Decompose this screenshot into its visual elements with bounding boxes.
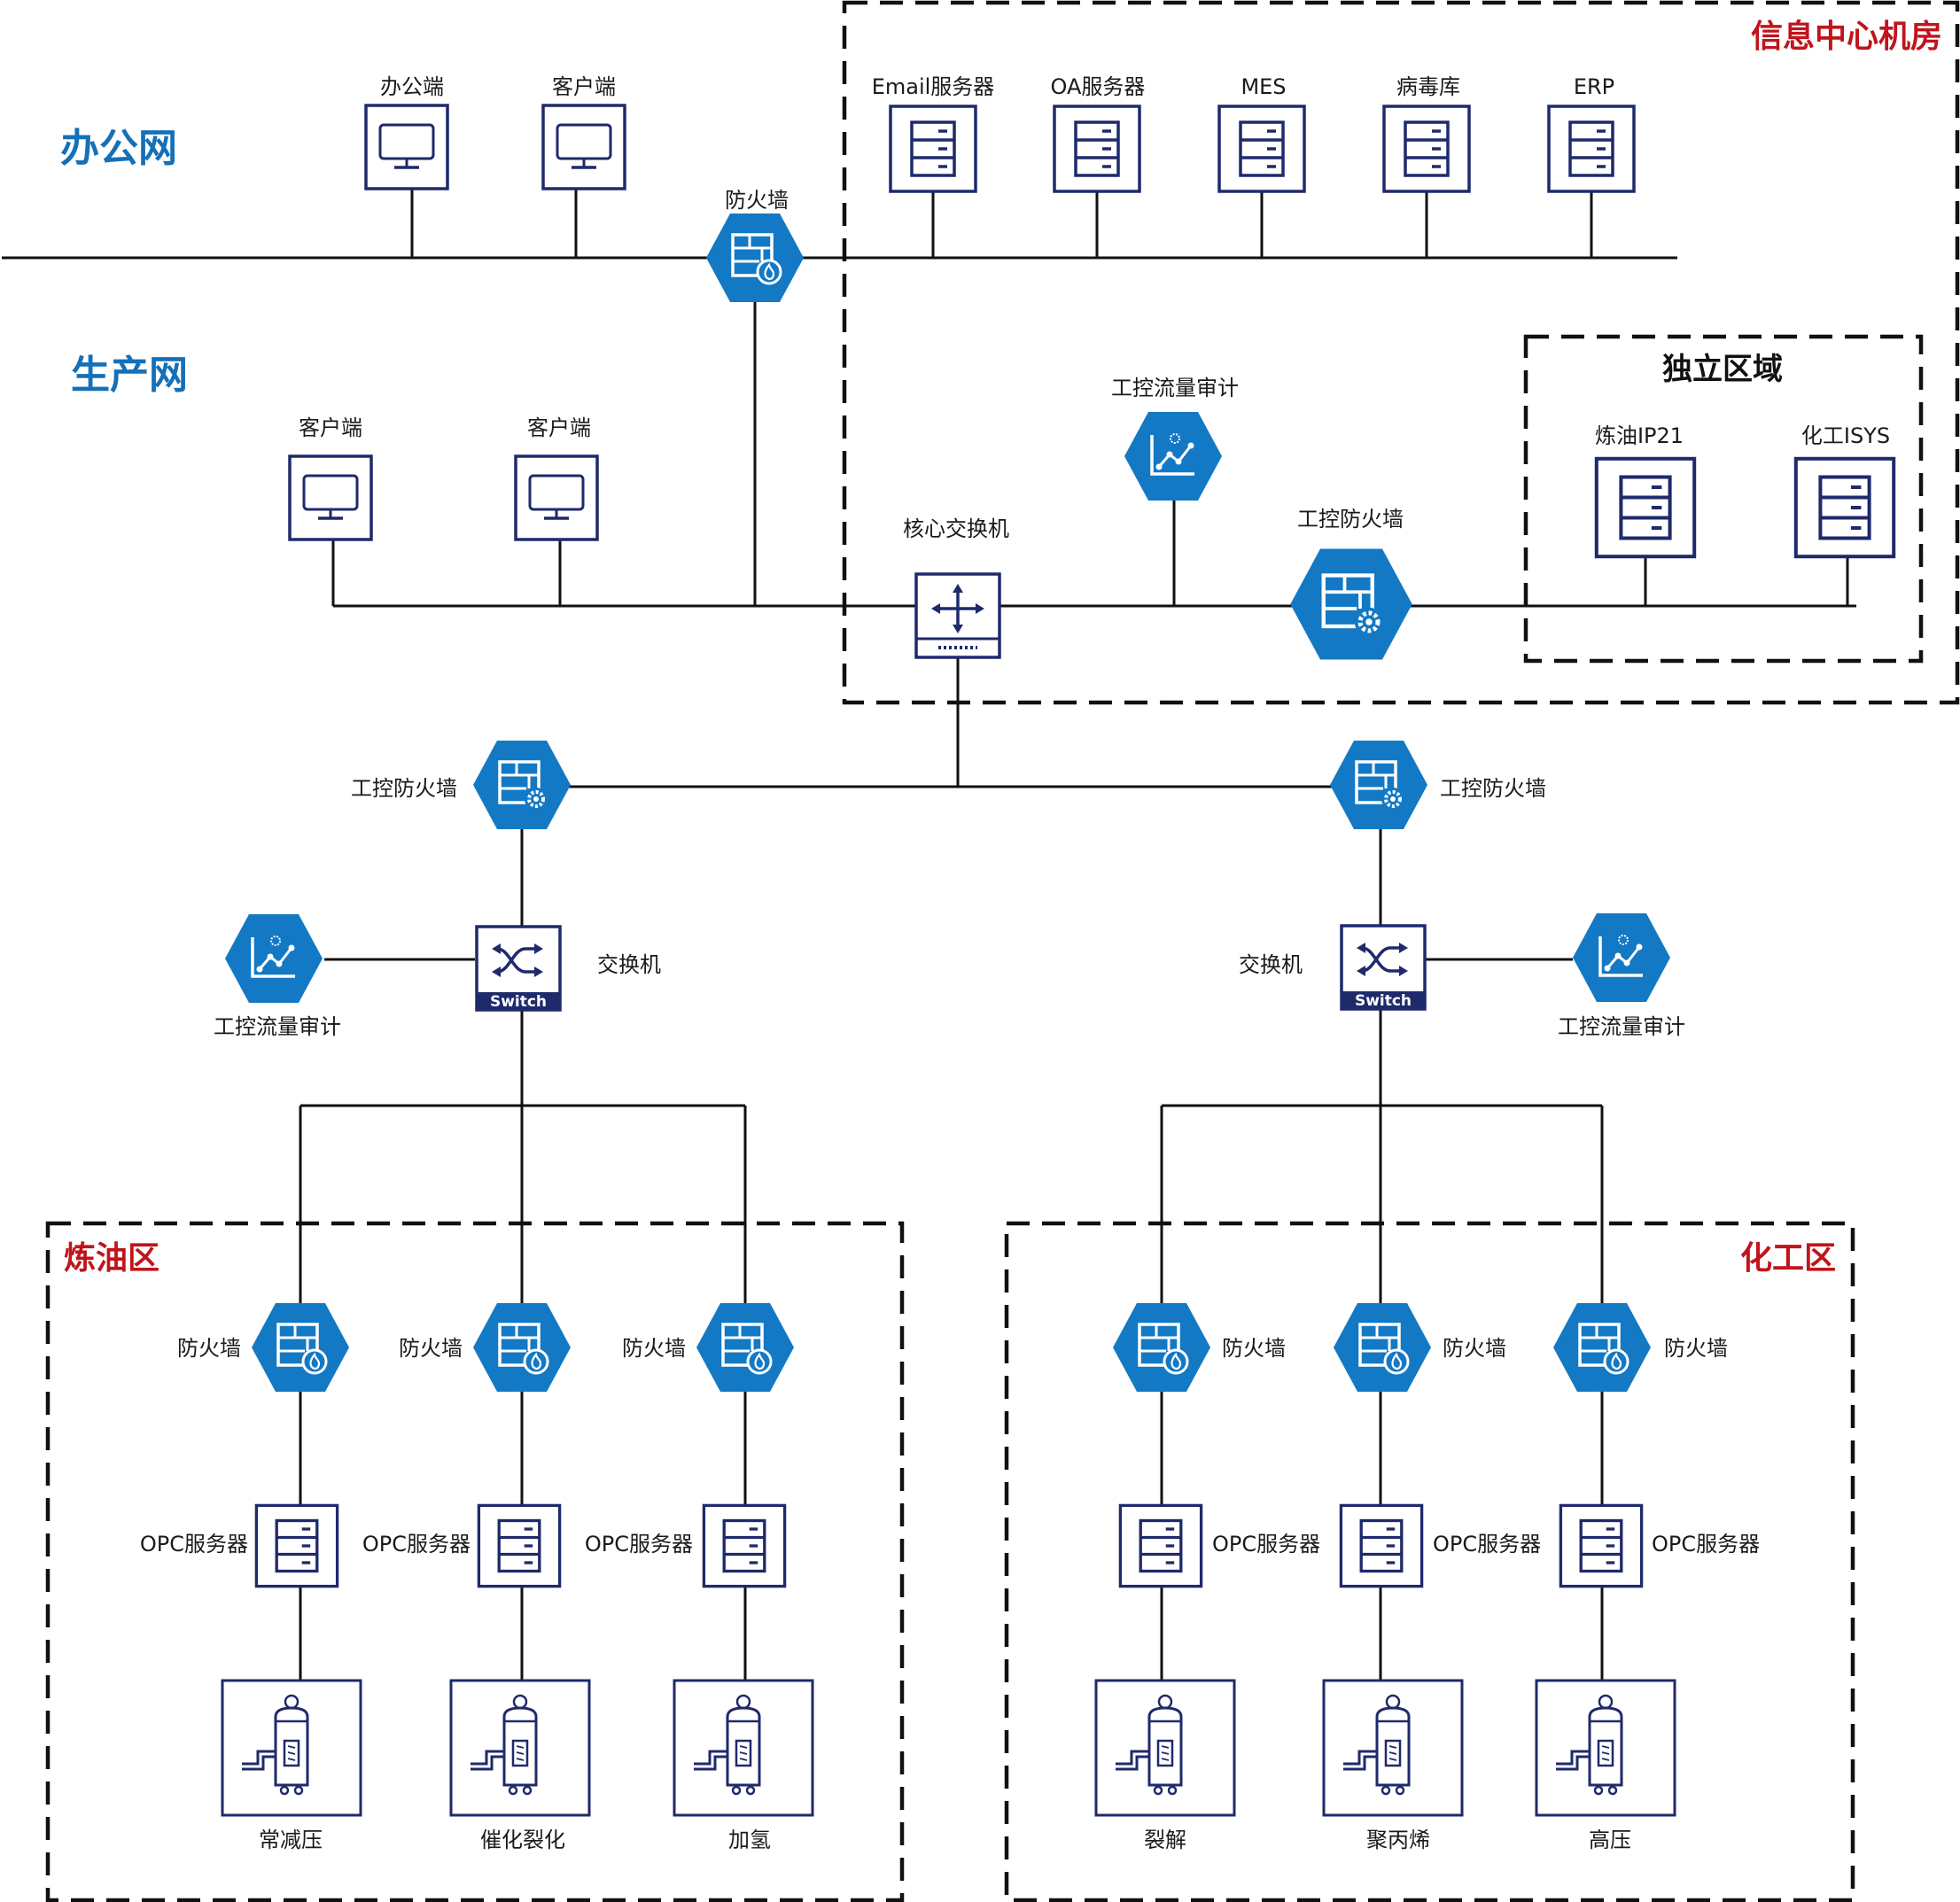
- info-center-zone-border: [842, 0, 1960, 705]
- virus-db-server-icon: [1382, 105, 1471, 193]
- right-traffic-audit-icon: [1571, 912, 1672, 1004]
- refining-ip21-label: 炼油IP21: [1595, 423, 1684, 448]
- info-center-label: 信息中心机房: [1751, 19, 1942, 55]
- refining-unit-2-reactor-icon: [449, 1679, 591, 1817]
- office-firewall-label: 防火墙: [725, 188, 789, 213]
- office-net-label: 办公网: [60, 126, 177, 171]
- chemical-firewall-1-icon: [1111, 1301, 1212, 1394]
- chemical-opc-3-label: OPC服务器: [1652, 1532, 1760, 1557]
- left-switch-badge-text: Switch: [490, 993, 547, 1011]
- chemical-firewall-2-icon: [1332, 1301, 1433, 1394]
- erp-server-label: ERP: [1574, 74, 1614, 99]
- refining-opc-2-icon: [477, 1503, 562, 1588]
- refining-firewall-3-label: 防火墙: [622, 1336, 686, 1361]
- refining-firewall-3-icon: [695, 1301, 796, 1394]
- refining-opc-1-icon: [254, 1503, 339, 1588]
- office-client2-label: 客户端: [552, 74, 616, 99]
- office-client2-monitor-icon: [541, 104, 626, 190]
- core-traffic-audit-label: 工控流量审计: [1111, 376, 1239, 400]
- chemical-unit-3-label: 高压: [1589, 1828, 1631, 1852]
- chemical-unit-3-reactor-icon: [1535, 1679, 1676, 1817]
- isolated-zone-border: [1523, 334, 1924, 664]
- chemical-isys-server-icon: [1796, 459, 1894, 556]
- refining-opc-3-label: OPC服务器: [585, 1532, 693, 1557]
- oa-server-icon: [1053, 105, 1141, 193]
- erp-server-icon: [1547, 105, 1636, 193]
- mes-server-icon: [1217, 105, 1306, 193]
- right-switch-label: 交换机: [1239, 952, 1303, 977]
- refining-unit-1-reactor-icon: [221, 1679, 362, 1817]
- prod-client1-monitor-icon: [288, 454, 373, 541]
- chemical-unit-2-reactor-icon: [1322, 1679, 1464, 1817]
- refining-ip21-server-icon: [1597, 459, 1694, 556]
- refining-firewall-2-label: 防火墙: [399, 1336, 463, 1361]
- connection-lines: [2, 189, 1856, 1681]
- prod-client2-label: 客户端: [527, 415, 591, 440]
- chemical-opc-2-label: OPC服务器: [1433, 1532, 1541, 1557]
- left-traffic-audit-icon: [223, 912, 324, 1005]
- chemical-isys-label: 化工ISYS: [1801, 423, 1890, 448]
- email-server-icon: [889, 105, 977, 193]
- core-ics-firewall-label: 工控防火墙: [1297, 507, 1404, 532]
- chemical-unit-2-label: 聚丙烯: [1366, 1828, 1430, 1852]
- core-switch-label: 核心交换机: [903, 516, 1009, 541]
- refining-firewall-1-label: 防火墙: [177, 1336, 241, 1361]
- core-traffic-audit-icon: [1123, 410, 1224, 502]
- refining-unit-3-reactor-icon: [673, 1679, 814, 1817]
- core-ics-firewall-icon: [1290, 549, 1412, 660]
- chemical-unit-1-reactor-icon: [1094, 1679, 1236, 1817]
- prod-client2-monitor-icon: [514, 454, 599, 541]
- refining-firewall-2-icon: [471, 1301, 572, 1394]
- isolated-zone-label: 独立区域: [1662, 352, 1783, 387]
- chemical-opc-1-label: OPC服务器: [1212, 1532, 1320, 1557]
- oa-server-label: OA服务器: [1051, 74, 1146, 99]
- office-firewall-icon: [704, 212, 805, 304]
- chemical-firewall-2-label: 防火墙: [1443, 1336, 1506, 1361]
- refining-opc-3-icon: [702, 1503, 787, 1588]
- core-switch-icon: [914, 572, 1001, 659]
- refining-firewall-1-icon: [250, 1301, 351, 1394]
- chemical-zone-border: [1004, 1221, 1855, 1902]
- right-ics-firewall-icon: [1328, 739, 1429, 831]
- left-switch-label: 交换机: [597, 952, 661, 977]
- refining-opc-2-label: OPC服务器: [362, 1532, 471, 1557]
- chemical-firewall-3-icon: [1552, 1301, 1653, 1394]
- right-traffic-audit-label: 工控流量审计: [1558, 1014, 1685, 1039]
- prod-client1-label: 客户端: [299, 415, 362, 440]
- mes-server-label: MES: [1241, 74, 1286, 99]
- refining-unit-1-label: 常减压: [259, 1828, 323, 1852]
- right-ics-firewall-label: 工控防火墙: [1440, 776, 1546, 801]
- left-ics-firewall-icon: [471, 739, 572, 831]
- office-client-monitor-icon: [364, 104, 449, 190]
- chemical-firewall-1-label: 防火墙: [1222, 1336, 1286, 1361]
- virus-db-server-label: 病毒库: [1396, 74, 1460, 99]
- chemical-zone-label: 化工区: [1740, 1240, 1836, 1277]
- refining-zone-label: 炼油区: [64, 1240, 159, 1277]
- production-net-label: 生产网: [71, 353, 188, 398]
- chemical-opc-1-icon: [1118, 1503, 1203, 1588]
- refining-zone-border: [45, 1221, 905, 1902]
- refining-unit-2-label: 催化裂化: [480, 1828, 565, 1852]
- chemical-opc-3-icon: [1559, 1503, 1644, 1588]
- office-client-label: 办公端: [380, 74, 444, 99]
- chemical-unit-1-label: 裂解: [1144, 1828, 1186, 1852]
- refining-unit-3-label: 加氢: [728, 1828, 771, 1852]
- chemical-firewall-3-label: 防火墙: [1664, 1336, 1728, 1361]
- chemical-opc-2-icon: [1339, 1503, 1424, 1588]
- left-traffic-audit-label: 工控流量审计: [214, 1014, 341, 1039]
- refining-opc-1-label: OPC服务器: [140, 1532, 248, 1557]
- email-server-label: Email服务器: [872, 74, 995, 99]
- right-switch-badge-text: Switch: [1355, 992, 1412, 1010]
- left-ics-firewall-label: 工控防火墙: [351, 776, 457, 801]
